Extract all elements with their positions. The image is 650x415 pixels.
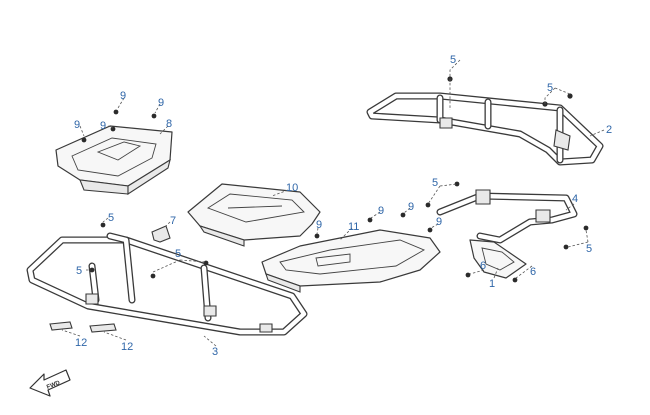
fwd-label: FWD [46,380,62,391]
callout-7: 7 [170,215,176,227]
callout-9: 9 [316,219,322,231]
guard-plate [469,239,527,279]
callout-10: 10 [286,182,298,194]
storage-cover [187,183,321,247]
front-rack-frame [26,232,308,336]
rear-box-assembly [55,125,173,196]
mount-bracket [151,225,171,243]
callout-numbers: 5 5 2 9 9 9 9 8 10 7 5 5 5 11 9 9 9 9 5 … [74,54,612,358]
callout-5: 5 [586,243,592,255]
base-plate [261,229,441,293]
callout-8: 8 [166,118,172,130]
callout-5: 5 [547,82,553,94]
rubber-pads [49,321,117,333]
callout-4: 4 [572,193,578,205]
callout-9: 9 [408,201,414,213]
callout-12: 12 [121,341,133,353]
callout-9: 9 [74,119,80,131]
callout-5: 5 [450,54,456,66]
callout-3: 3 [212,346,218,358]
callout-2: 2 [606,124,612,136]
callout-5: 5 [108,212,114,224]
callout-9: 9 [158,97,164,109]
callout-9: 9 [120,90,126,102]
rear-rack-frame [366,92,604,166]
callout-6: 6 [530,266,536,278]
callout-5: 5 [175,248,181,260]
callout-11: 11 [348,221,359,233]
callout-9: 9 [378,205,384,217]
support-bracket [436,189,578,244]
leader-lines [61,59,605,347]
callout-5: 5 [432,177,438,189]
callout-1: 1 [489,278,495,290]
callout-9: 9 [100,120,106,132]
fasteners [81,76,589,283]
callout-12: 12 [75,337,87,349]
forward-arrow-icon: FWD [29,369,71,397]
callout-9: 9 [436,216,442,228]
callout-5: 5 [76,265,82,277]
callout-6: 6 [480,260,486,272]
